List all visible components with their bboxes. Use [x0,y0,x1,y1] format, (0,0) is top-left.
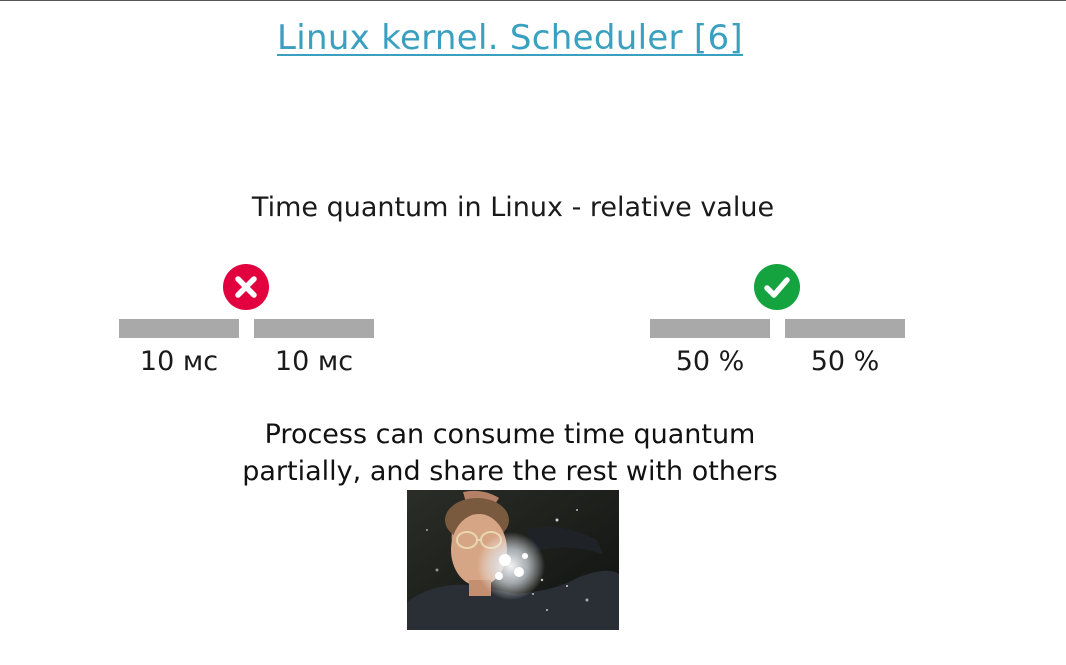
slide-subtitle: Time quantum in Linux - relative value [251,192,775,223]
slide-caption: Process can consume time quantum partial… [0,416,1020,490]
bar-label-right-2: 50 % [810,346,880,377]
time-bar-right-1 [650,319,770,338]
illustration-image [407,490,619,630]
time-bar-right-2 [785,319,905,338]
time-bar-left-2 [254,319,374,338]
time-bar-left-1 [119,319,239,338]
caption-line-2: partially, and share the rest with other… [242,456,778,487]
bar-label-right-1: 50 % [675,346,745,377]
bar-label-left-1: 10 мс [139,346,219,377]
caption-line-1: Process can consume time quantum [264,419,756,450]
top-divider [0,0,1066,1]
slide-title-link[interactable]: Linux kernel. Scheduler [6] [276,18,743,58]
check-icon [754,264,800,310]
bar-label-left-2: 10 мс [274,346,354,377]
x-icon [223,264,269,310]
